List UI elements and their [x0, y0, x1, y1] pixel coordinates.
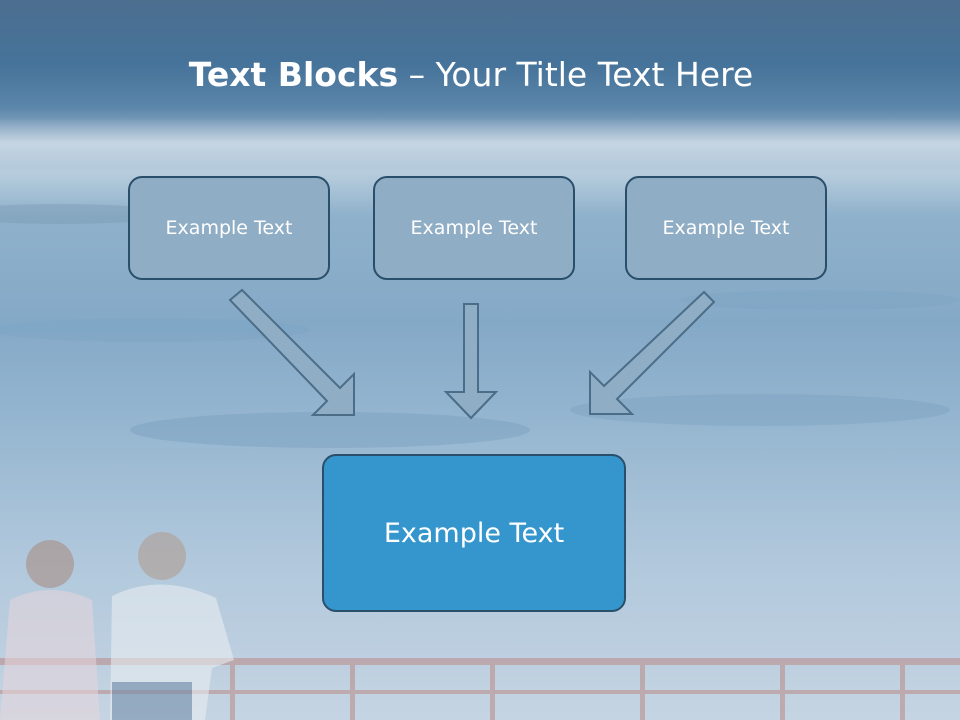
slide-title: Text Blocks – Your Title Text Here: [0, 52, 942, 98]
people-silhouettes: [0, 532, 234, 720]
slide-title-rest: Your Title Text Here: [435, 55, 754, 94]
text-block-bottom-label: Example Text: [383, 517, 565, 549]
text-block-bottom[interactable]: Example Text: [322, 454, 626, 612]
text-block-right[interactable]: Example Text: [625, 176, 827, 280]
slide-title-bold: Text Blocks: [188, 55, 399, 94]
text-block-center[interactable]: Example Text: [373, 176, 575, 280]
arrow-center-down: [443, 303, 499, 420]
text-block-center-label: Example Text: [410, 217, 538, 239]
arrow-left-diagonal: [228, 288, 355, 416]
text-block-right-label: Example Text: [662, 217, 790, 239]
text-block-left-label: Example Text: [165, 217, 293, 239]
arrow-right-diagonal: [589, 290, 716, 415]
slide-title-dash: –: [398, 55, 436, 94]
text-block-left[interactable]: Example Text: [128, 176, 330, 280]
railing: [0, 658, 960, 720]
